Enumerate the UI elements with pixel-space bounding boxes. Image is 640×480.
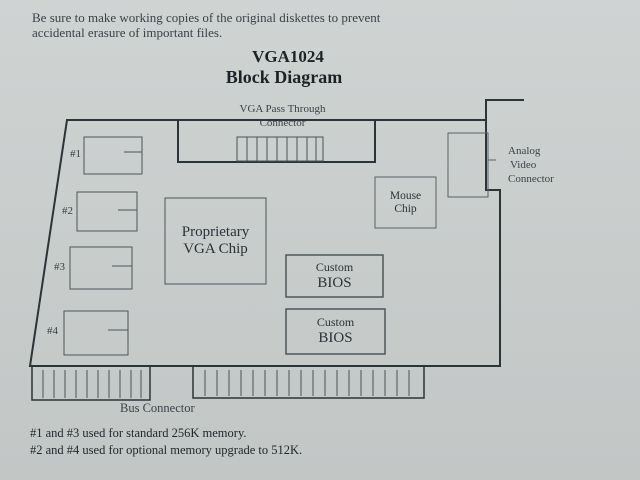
intro-line-2: accidental erasure of important files. — [32, 25, 223, 40]
title-line-1: VGA1024 — [252, 47, 324, 66]
vga-chip — [164, 197, 267, 285]
bios-2-label: Custom BIOS — [286, 315, 385, 347]
memory-chip-2 — [76, 191, 138, 232]
analog-label-2: Video — [510, 159, 537, 171]
memory-label-1: #1 — [70, 148, 81, 160]
bus-connector-right — [192, 365, 425, 399]
memory-label-3: #3 — [54, 261, 65, 273]
pass-through-label-1: VGA Pass Through — [239, 103, 326, 115]
vga-chip-label: Proprietary VGA Chip — [165, 224, 266, 259]
bios-chip-2 — [285, 308, 386, 355]
bus-connector-left — [31, 365, 151, 401]
bus-connector-label: Bus Connector — [120, 401, 195, 415]
intro-line-1: Be sure to make working copies of the or… — [32, 10, 381, 25]
pass-through-connector — [236, 136, 324, 162]
mouse-chip-label-1: Mouse — [389, 190, 422, 202]
board-outline — [28, 99, 524, 367]
memory-chip-4 — [63, 310, 129, 356]
memory-chip-3 — [69, 246, 133, 290]
bios-2-label-2: BIOS — [318, 329, 353, 346]
mouse-chip-label-2: Chip — [394, 203, 417, 216]
mouse-chip — [374, 176, 437, 229]
bios-1-label-2: BIOS — [317, 274, 352, 291]
pass-through-label-2: Connector — [259, 117, 306, 129]
bios-chip-1 — [285, 254, 384, 298]
mouse-chip-label: Mouse Chip — [375, 190, 436, 216]
memory-chip-1 — [83, 136, 143, 175]
bios-1-label: Custom BIOS — [286, 260, 383, 292]
analog-label-1: Analog — [508, 145, 541, 157]
bios-1-label-1: Custom — [315, 260, 354, 274]
note-line-2: #2 and #4 used for optional memory upgra… — [30, 443, 303, 457]
analog-video-connector — [447, 132, 489, 198]
bios-2-label-1: Custom — [316, 315, 355, 329]
memory-label-4: #4 — [47, 325, 58, 337]
title-line-2: Block Diagram — [225, 67, 343, 87]
vga-chip-label-1: Proprietary — [181, 224, 250, 240]
note-line-1: #1 and #3 used for standard 256K memory. — [30, 426, 247, 440]
memory-label-2: #2 — [62, 205, 73, 217]
analog-label-3: Connector — [508, 173, 554, 185]
vga-chip-label-2: VGA Chip — [183, 241, 248, 258]
